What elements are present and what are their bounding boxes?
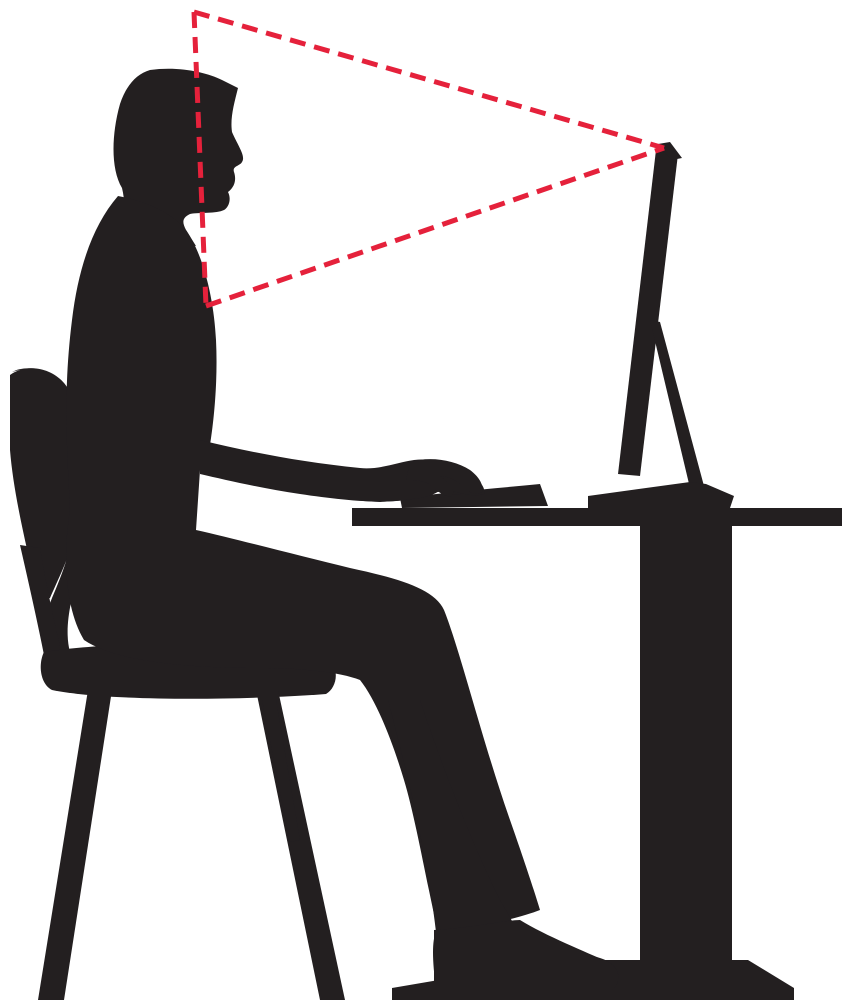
view-line-bottom	[206, 148, 664, 306]
chair-back-leg	[38, 690, 112, 1000]
monitor-stand	[650, 320, 704, 488]
monitor-base	[588, 482, 734, 508]
person-silhouette	[66, 69, 618, 990]
webcam-view-lines	[194, 12, 664, 306]
monitor-screen	[618, 150, 678, 476]
desk-top	[352, 508, 842, 526]
person-shoe	[434, 920, 618, 990]
monitor-silhouette	[588, 150, 734, 508]
desk-pedestal	[640, 520, 732, 960]
view-line-top	[194, 12, 664, 148]
